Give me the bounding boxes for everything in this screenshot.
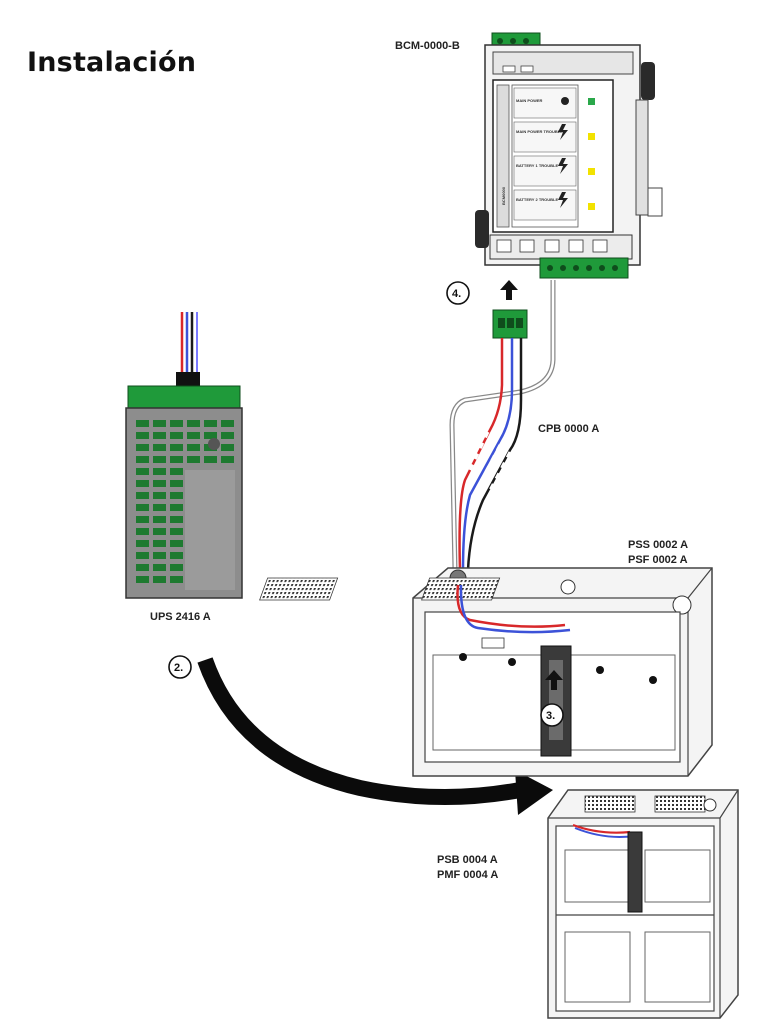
psb-label: PSB 0004 A	[437, 854, 498, 866]
bcm-row-label: BATTERY 2 TROUBLE	[516, 197, 558, 202]
status-led	[588, 133, 595, 140]
step-3-badge: 3.	[540, 703, 564, 727]
bcm-row-label: BATTERY 1 TROUBLE	[516, 163, 558, 168]
insert-arrow-icon	[545, 670, 563, 690]
bcm-row-label: MAIN POWER TROUBLE	[516, 129, 563, 134]
status-led	[588, 203, 595, 210]
bcm-row-label: MAIN POWER	[516, 98, 543, 103]
ups-module	[125, 312, 243, 599]
bcm-indicator-row: MAIN POWER	[513, 87, 595, 119]
svg-text:2.: 2.	[174, 662, 183, 674]
wire-red	[458, 338, 504, 571]
bcm-label: BCM-0000-B	[395, 40, 460, 52]
power-icon	[561, 97, 569, 105]
bcm-indicator-row: BATTERY 1 TROUBLE	[513, 155, 595, 187]
status-led	[588, 168, 595, 175]
cable-plug	[492, 309, 528, 339]
page-title: Instalación	[27, 47, 197, 78]
wire-blue	[461, 338, 514, 571]
pmf-label: PMF 0004 A	[437, 869, 498, 881]
step-2-badge: 2.	[168, 655, 192, 679]
bcm-indicator-row: MAIN POWER TROUBLE	[513, 121, 595, 153]
pss-enclosure	[259, 567, 713, 777]
trouble-icon	[558, 158, 568, 174]
trouble-icon	[558, 192, 568, 208]
trouble-icon	[558, 124, 568, 140]
bcm-bottom-terminal	[539, 257, 629, 279]
bcm-side-label: BCM0000	[501, 186, 506, 205]
step-4-badge: 4.	[446, 281, 470, 305]
move-arrow	[197, 657, 522, 806]
psf-label: PSF 0002 A	[628, 554, 688, 566]
status-led	[588, 98, 595, 105]
bcm-module: BCM0000 MAIN POWER MAIN POWER TROUBLE BA…	[475, 32, 663, 279]
psb-enclosure	[547, 789, 739, 1019]
ups-vent-grid	[136, 420, 234, 583]
pss-label: PSS 0002 A	[628, 539, 688, 551]
ups-label: UPS 2416 A	[150, 611, 211, 623]
insert-arrow-icon	[500, 280, 518, 300]
svg-text:3.: 3.	[546, 710, 555, 722]
arrow-head-icon	[515, 770, 553, 815]
bcm-indicator-row: BATTERY 2 TROUBLE	[513, 189, 595, 221]
cpb-label: CPB 0000 A	[538, 423, 599, 435]
svg-text:4.: 4.	[452, 288, 461, 300]
